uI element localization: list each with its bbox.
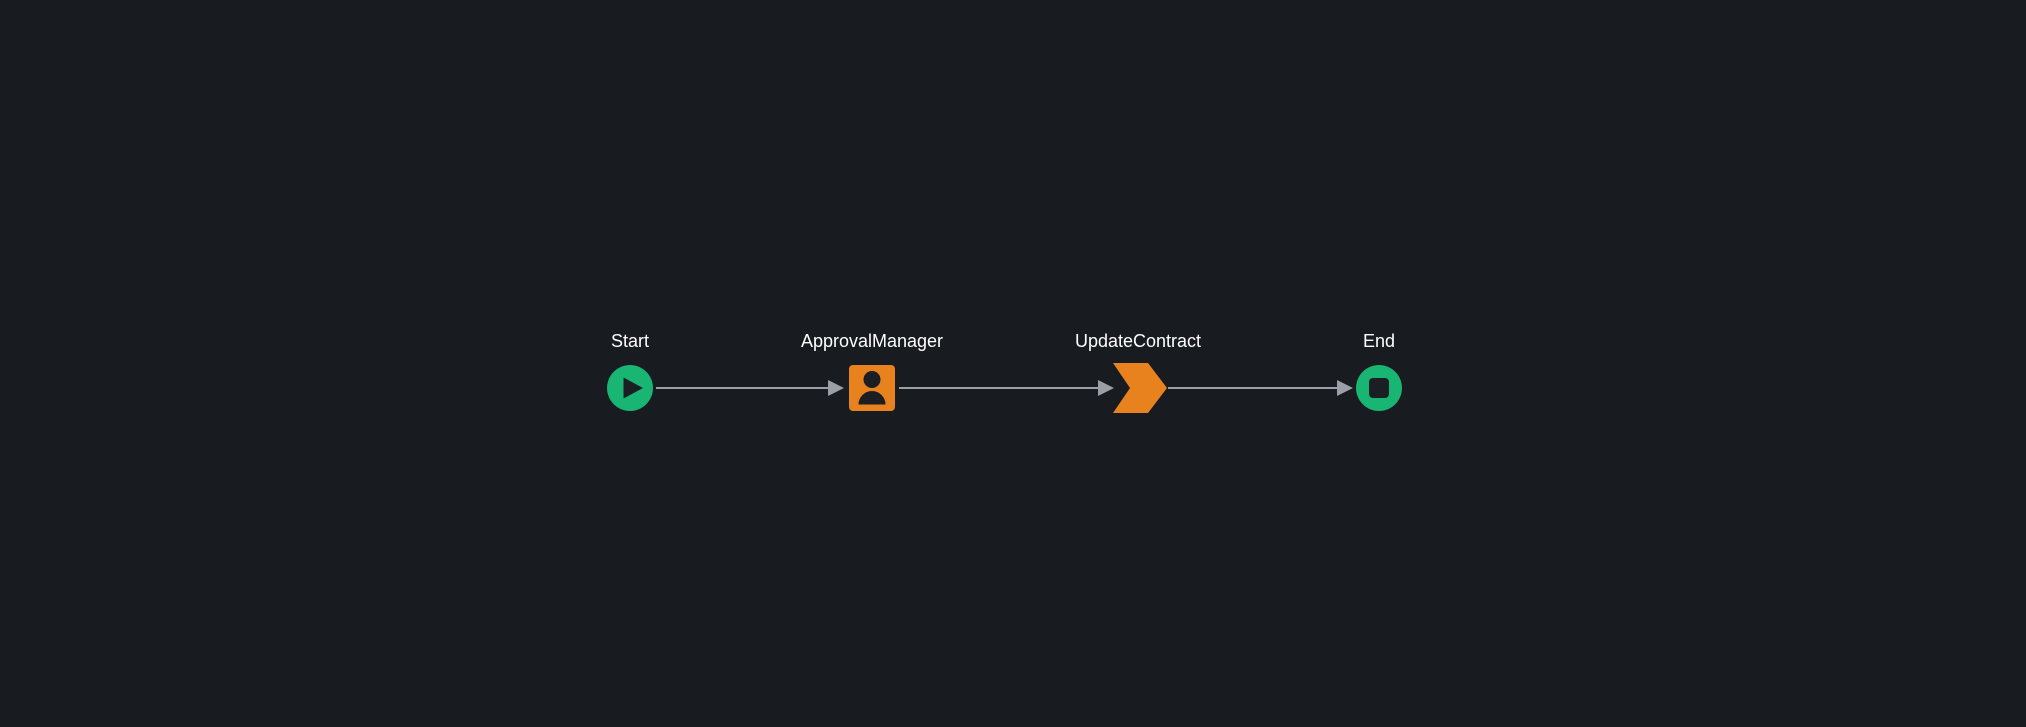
play-icon (623, 377, 643, 399)
node-label-end: End (1363, 331, 1395, 351)
node-start[interactable]: Start (607, 331, 653, 411)
end-icon[interactable] (1356, 365, 1402, 411)
start-icon[interactable] (607, 365, 653, 411)
arrow-head-icon (828, 380, 844, 396)
node-label-start: Start (611, 331, 649, 351)
arrow-head-icon (1098, 380, 1114, 396)
node-label-update-contract: UpdateContract (1075, 331, 1201, 351)
node-approval-manager[interactable]: ApprovalManager (801, 331, 943, 411)
user-task-icon[interactable] (849, 365, 895, 411)
edge-approval-update (899, 380, 1114, 396)
edge-start-approval (656, 380, 844, 396)
chevron-shape-icon[interactable] (1113, 363, 1167, 413)
user-icon-head (863, 371, 881, 388)
node-label-approval-manager: ApprovalManager (801, 331, 943, 351)
user-icon-body (858, 391, 886, 405)
stop-icon (1369, 378, 1389, 398)
edge-update-end (1168, 380, 1353, 396)
node-end[interactable]: End (1356, 331, 1402, 411)
node-update-contract[interactable]: UpdateContract (1075, 331, 1201, 413)
arrow-head-icon (1337, 380, 1353, 396)
